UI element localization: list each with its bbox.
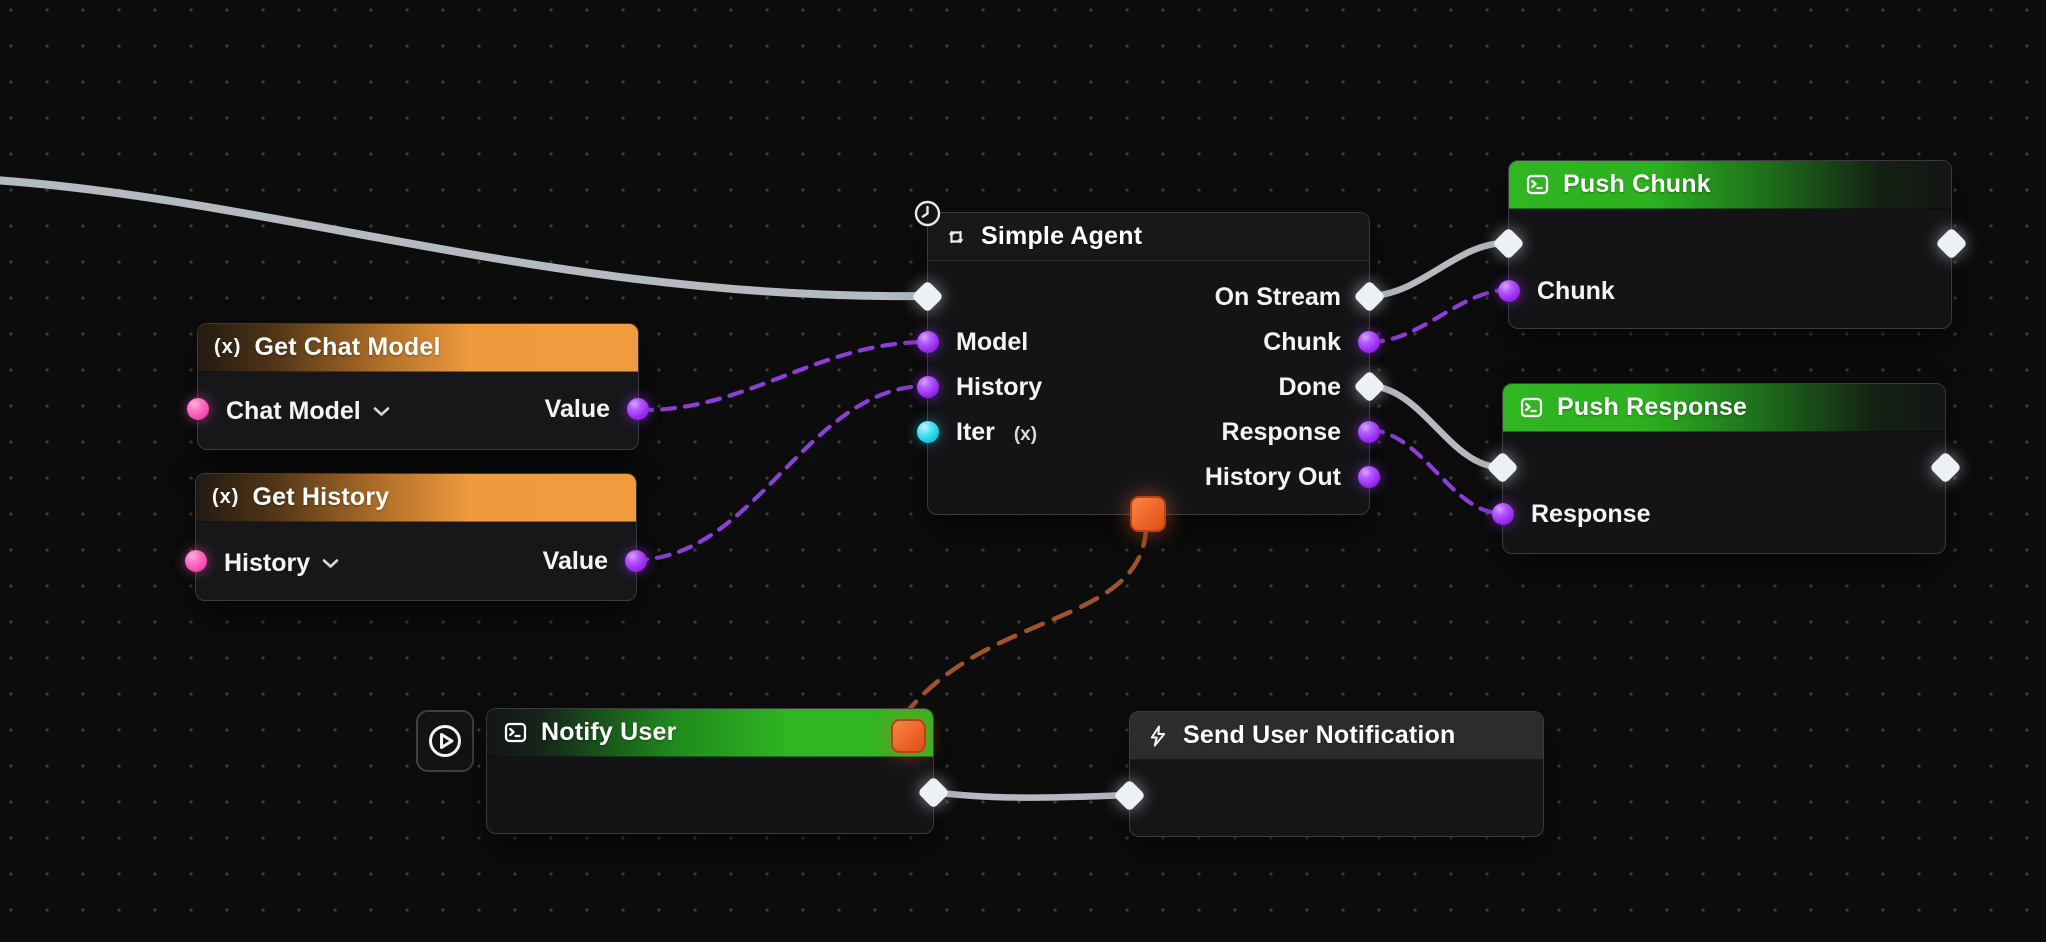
lightning-bolt-icon bbox=[1146, 724, 1170, 748]
history-out-output-label: History Out bbox=[1204, 463, 1341, 491]
on-stream-output-label: On Stream bbox=[1214, 283, 1341, 311]
wire-exec-onstream-pushchunk[interactable] bbox=[1364, 239, 1510, 300]
node-title: Get Chat Model bbox=[254, 333, 441, 361]
terminal-icon bbox=[1519, 395, 1544, 420]
node-send-user-notification[interactable]: Send User Notification bbox=[1113, 711, 1544, 837]
response-output-port[interactable] bbox=[1358, 421, 1380, 443]
done-output-label: Done bbox=[1278, 373, 1342, 401]
wire-control-agent-notify[interactable] bbox=[904, 525, 1149, 715]
function-x-icon: (x) bbox=[1013, 424, 1038, 445]
terminal-icon bbox=[1525, 172, 1550, 197]
wire-exec-main[interactable] bbox=[0, 176, 927, 301]
notify-control-handle[interactable] bbox=[891, 719, 926, 753]
history-dropdown-row: History bbox=[224, 544, 349, 578]
node-push-response[interactable]: Push Response Response bbox=[1486, 383, 1962, 554]
node-title: Simple Agent bbox=[981, 222, 1143, 250]
get-chat-model-header: (x) Get Chat Model bbox=[198, 324, 638, 372]
loop-repeat-icon bbox=[944, 225, 968, 249]
wire-exec-notify-send[interactable] bbox=[929, 788, 1135, 801]
push-chunk-header: Push Chunk bbox=[1509, 161, 1951, 209]
model-input-label: Model bbox=[956, 328, 1029, 356]
wire-exec-done-pushresponse[interactable] bbox=[1364, 382, 1504, 471]
chunk-input-port[interactable] bbox=[1498, 280, 1520, 302]
history-out-output-port[interactable] bbox=[1358, 466, 1380, 488]
agent-control-handle[interactable] bbox=[1130, 496, 1166, 532]
value-output-port[interactable] bbox=[625, 550, 647, 572]
chunk-output-label: Chunk bbox=[1263, 328, 1341, 356]
play-icon bbox=[429, 725, 461, 757]
iter-input-port[interactable] bbox=[917, 421, 939, 443]
node-title: Notify User bbox=[541, 718, 677, 746]
send-user-notification-header: Send User Notification bbox=[1130, 712, 1543, 760]
get-history-header: (x) Get History bbox=[196, 474, 636, 522]
node-title: Send User Notification bbox=[1183, 721, 1456, 749]
chevron-down-icon bbox=[373, 406, 390, 416]
chat-model-dropdown-label: Chat Model bbox=[226, 397, 361, 425]
push-response-header: Push Response bbox=[1503, 384, 1945, 432]
chat-model-input-port[interactable] bbox=[187, 398, 209, 420]
simple-agent-header: Simple Agent bbox=[928, 213, 1369, 261]
notify-user-header: Notify User bbox=[487, 709, 933, 757]
node-notify-user[interactable]: Notify User bbox=[486, 708, 950, 834]
wire-data-history-history[interactable] bbox=[631, 383, 926, 563]
node-title: Get History bbox=[252, 483, 390, 511]
function-x-icon: (x) bbox=[212, 486, 240, 508]
node-title: Push Response bbox=[1557, 393, 1748, 421]
node-title: Push Chunk bbox=[1563, 170, 1711, 198]
wire-data-response-pushresponse[interactable] bbox=[1367, 427, 1503, 516]
terminal-icon bbox=[503, 720, 528, 745]
chunk-output-port[interactable] bbox=[1358, 331, 1380, 353]
node-push-chunk[interactable]: Push Chunk Chunk bbox=[1492, 160, 1968, 329]
iter-label-text: Iter bbox=[956, 418, 995, 446]
value-output-label: Value bbox=[542, 547, 608, 575]
node-get-chat-model[interactable]: (x) Get Chat Model Chat Model Value bbox=[187, 323, 649, 450]
model-input-port[interactable] bbox=[917, 331, 939, 353]
history-dropdown-label: History bbox=[224, 549, 311, 577]
response-input-label: Response bbox=[1531, 500, 1651, 528]
wire-data-chunk-pushchunk[interactable] bbox=[1367, 287, 1509, 345]
value-output-label: Value bbox=[544, 395, 610, 423]
timer-clock-icon bbox=[912, 198, 943, 229]
node-get-history[interactable]: (x) Get History History Value bbox=[185, 473, 647, 601]
function-x-icon: (x) bbox=[214, 336, 242, 358]
wire-data-chatmodel-model[interactable] bbox=[636, 339, 926, 413]
chunk-input-label: Chunk bbox=[1537, 277, 1615, 305]
iter-input-label: Iter (x) bbox=[956, 415, 1037, 449]
run-node-button[interactable] bbox=[416, 710, 474, 772]
chevron-down-icon bbox=[322, 558, 339, 568]
history-input-label: History bbox=[956, 373, 1043, 401]
response-input-port[interactable] bbox=[1492, 503, 1514, 525]
history-input-port[interactable] bbox=[917, 376, 939, 398]
history-dropdown[interactable]: History bbox=[224, 544, 349, 582]
chat-model-dropdown[interactable]: Chat Model bbox=[226, 392, 400, 430]
node-simple-agent[interactable]: Simple Agent Model History Iter (x) On S… bbox=[911, 200, 1386, 532]
response-output-label: Response bbox=[1221, 418, 1341, 446]
history-input-port[interactable] bbox=[185, 550, 207, 572]
chat-model-dropdown-row: Chat Model bbox=[226, 392, 400, 426]
value-output-port[interactable] bbox=[627, 398, 649, 420]
